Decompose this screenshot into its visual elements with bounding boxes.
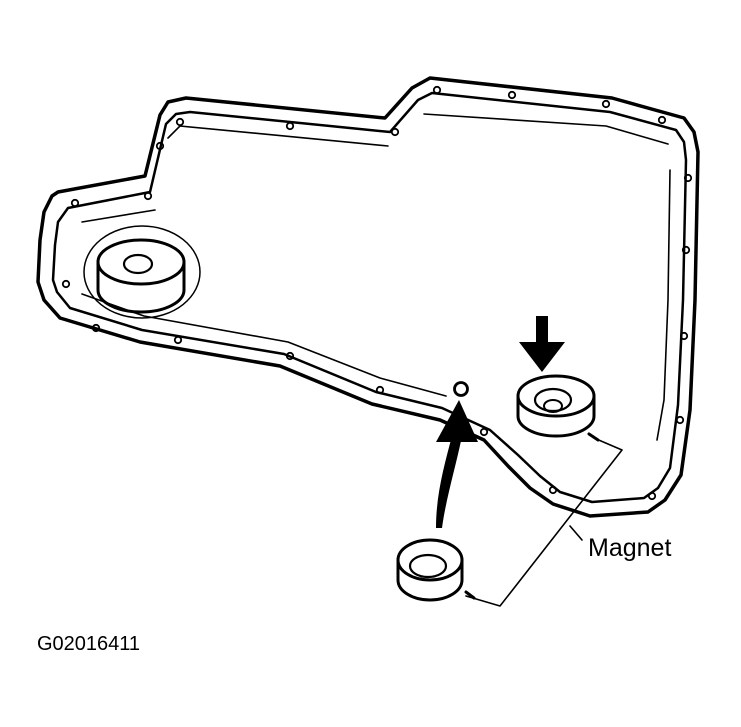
oil-pan-gasket-outer [36,76,700,518]
curved-arrow-shaft [436,436,462,528]
magnet-label: Magnet [588,534,671,562]
locating-pin [453,381,469,397]
magnet-installed [516,374,596,438]
down-arrow-icon [519,316,565,372]
magnet-leader-lines [465,437,623,607]
gasket-bolt-holes [61,85,693,501]
curved-arrow-head-icon [436,400,478,442]
magnet-removed [396,538,464,602]
oil-pan-gasket-inner [51,91,688,504]
leader-ticks [464,432,600,600]
figure-id-label: G02016411 [37,633,140,655]
drain-boss [83,225,201,319]
